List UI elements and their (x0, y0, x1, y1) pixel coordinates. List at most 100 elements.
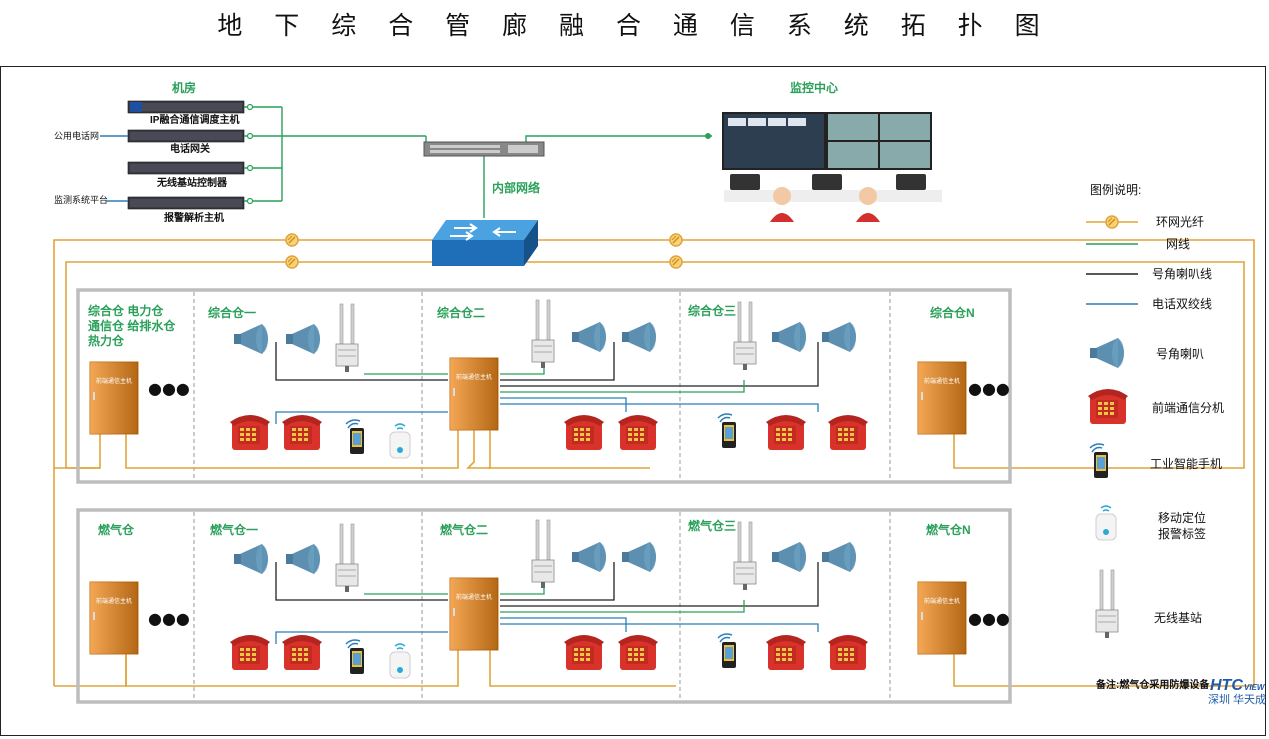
horn-speaker-icon (622, 542, 656, 572)
operator-avatar (770, 187, 794, 222)
legend-tag-2: 报警标签 (1158, 526, 1206, 541)
horn-speaker-icon (622, 322, 656, 352)
machine-room-title: 机房 (172, 80, 196, 95)
row1-left-label-2: 通信仓 给排水仓 (88, 318, 176, 333)
front-box-label: 前端通信主机 (96, 377, 132, 385)
legend-horn-line: 号角喇叭线 (1152, 266, 1212, 281)
rack-label-1: IP融合通信调度主机 (150, 113, 239, 126)
row1-left-label-3: 热力仓 (88, 333, 125, 348)
horn-speaker-icon (772, 542, 806, 572)
legend-title: 图例说明: (1090, 182, 1141, 197)
horn-speaker-icon (234, 324, 268, 354)
row2-cabin-3: 燃气仓三 (688, 518, 736, 533)
ellipsis: ●●● (148, 379, 190, 398)
front-box-main (449, 577, 499, 651)
row1-horn-lines (275, 342, 819, 387)
legend-fiber: 环网光纤 (1156, 215, 1204, 229)
smartphone-icon (1089, 443, 1109, 479)
front-box-label: 前端通信主机 (456, 373, 492, 381)
horn-speaker-icon (286, 324, 320, 354)
legend-note: 备注:燃气仓采用防爆设备 (1095, 678, 1210, 691)
base-station-icon (1095, 569, 1119, 639)
front-box-main (917, 581, 967, 655)
horn-speaker-icon (572, 322, 606, 352)
row1-ethernet-lines (364, 368, 745, 393)
row2-cabin-2: 燃气仓二 (440, 522, 488, 537)
row2-horn-lines (275, 562, 819, 607)
phone-icon (618, 415, 658, 450)
watermark-sub: 深圳 华天成 (1208, 692, 1266, 706)
horn-speaker-icon (286, 544, 320, 574)
phone-icon (230, 635, 270, 670)
horn-speaker-icon (822, 322, 856, 352)
horn-speaker-icon (1090, 338, 1124, 368)
front-box-label: 前端通信主机 (456, 593, 492, 601)
row1-phone-lines (275, 397, 819, 424)
smartphone-icon (717, 633, 737, 669)
rack-label-2: 电话网关 (170, 142, 210, 155)
legend-ethernet: 网线 (1166, 237, 1190, 251)
base-station-icon (733, 301, 757, 371)
row2-cabin-n: 燃气仓N (926, 522, 971, 537)
legend-front-phone: 前端通信分机 (1152, 400, 1224, 415)
phone-icon (828, 635, 868, 670)
front-box-label: 前端通信主机 (924, 597, 960, 605)
fiber-connector-icon (669, 255, 683, 269)
ellipsis: ●●● (968, 609, 1010, 628)
core-switch (432, 220, 538, 266)
location-tag-icon (1095, 505, 1117, 541)
phone-icon (230, 415, 270, 450)
row1-cabin-n: 综合仓N (930, 305, 975, 320)
ellipsis: ●●● (148, 609, 190, 628)
row1-panel (76, 288, 1012, 484)
watermark-brand: HTC (1210, 677, 1243, 694)
phone-icon (282, 415, 322, 450)
row1-left-label-1: 综合仓 电力仓 (88, 303, 164, 318)
front-box-label: 前端通信主机 (924, 377, 960, 385)
smartphone-icon (345, 419, 365, 455)
row2-left-label-1: 燃气仓 (98, 522, 135, 537)
phone-icon (282, 635, 322, 670)
rack-base-station-controller (127, 161, 245, 175)
ethernet-links (244, 106, 712, 218)
base-station-icon (335, 523, 359, 593)
public-phone-network-label: 公用电话网 (54, 130, 99, 141)
fiber-connector-icon (285, 255, 299, 269)
ellipsis: ●●● (968, 379, 1010, 398)
horn-speaker-icon (822, 542, 856, 572)
front-box-main (89, 581, 139, 655)
legend-phone-line: 电话双绞线 (1152, 296, 1212, 311)
row1-cabin-3: 综合仓三 (688, 303, 736, 318)
phone-icon (828, 415, 868, 450)
monitor-platform-label: 监测系统平台 (54, 194, 108, 205)
operator-avatar (856, 187, 880, 222)
rack-label-3: 无线基站控制器 (156, 176, 228, 189)
row2-ethernet-lines (364, 588, 745, 613)
base-station-icon (531, 519, 555, 589)
legend-horn: 号角喇叭 (1156, 346, 1204, 361)
fiber-connector-icon (1105, 215, 1119, 229)
watermark-brand-suffix: VIEW (1244, 683, 1266, 692)
phone-icon (618, 635, 658, 670)
diagram-frame (0, 66, 1266, 736)
base-station-icon (335, 303, 359, 373)
horn-speaker-icon (234, 544, 268, 574)
rack-alarm-host (127, 196, 245, 210)
aggregation-switch (423, 141, 545, 157)
location-tag-icon (389, 423, 411, 459)
phone-icon (564, 415, 604, 450)
horn-speaker-icon (572, 542, 606, 572)
front-box-main (89, 361, 139, 435)
fiber-connector-icon (285, 233, 299, 247)
operator-desk (724, 174, 942, 202)
row2-phone-lines (275, 617, 819, 644)
rack-ip-dispatch-host (127, 100, 245, 114)
base-station-icon (531, 299, 555, 369)
horn-speaker-icon (772, 322, 806, 352)
legend-smartphone: 工业智能手机 (1150, 456, 1222, 471)
phone-icon (766, 415, 806, 450)
smartphone-icon (345, 639, 365, 675)
smartphone-icon (717, 413, 737, 449)
page-title: 地 下 综 合 管 廊 融 合 通 信 系 统 拓 扑 图 (217, 11, 1052, 40)
